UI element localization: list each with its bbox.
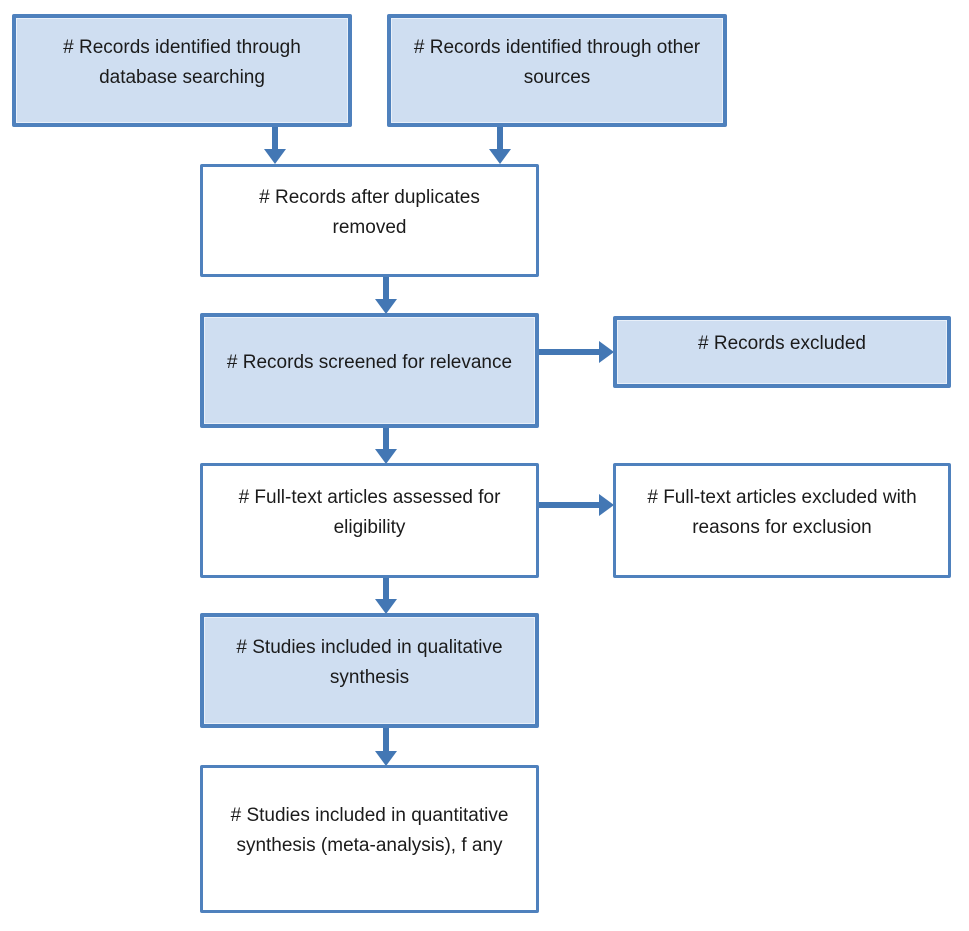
box-records-db-search: # Records identified through database se…	[12, 14, 352, 127]
arrow-db-to-duplicates-icon	[264, 127, 286, 164]
arrow-duplicates-to-screened-icon	[375, 277, 397, 314]
box-records-screened-label: # Records screened for relevance	[226, 351, 513, 373]
arrow-screened-to-fulltext-icon	[375, 428, 397, 464]
box-fulltext-assessed-label: # Full-text articles assessed for eligib…	[238, 486, 501, 538]
box-records-excluded-label: # Records excluded	[698, 333, 866, 354]
arrow-fulltext-to-ft-excluded-icon	[539, 494, 614, 516]
box-quantitative-synthesis-label: # Studies included in quantitative synth…	[230, 805, 509, 856]
arrow-other-to-duplicates-icon	[489, 127, 511, 164]
box-quantitative-synthesis: # Studies included in quantitative synth…	[200, 765, 539, 913]
box-records-other-sources-label: # Records identified through other sourc…	[413, 36, 701, 88]
box-records-after-duplicates-label: # Records after duplicates removed	[259, 186, 480, 238]
box-records-db-search-label: # Records identified through database se…	[63, 36, 301, 88]
arrow-qualitative-to-quantitative-icon	[375, 728, 397, 766]
box-fulltext-excluded: # Full-text articles excluded with reaso…	[613, 463, 951, 578]
box-fulltext-assessed: # Full-text articles assessed for eligib…	[200, 463, 539, 578]
arrow-screened-to-excluded-icon	[539, 341, 614, 363]
box-records-screened: # Records screened for relevance	[200, 313, 539, 428]
arrow-fulltext-to-qualitative-icon	[375, 578, 397, 614]
box-fulltext-excluded-label: # Full-text articles excluded with reaso…	[647, 486, 917, 538]
box-qualitative-synthesis: # Studies included in qualitative synthe…	[200, 613, 539, 728]
box-records-other-sources: # Records identified through other sourc…	[387, 14, 727, 127]
box-records-excluded: # Records excluded	[613, 316, 951, 388]
box-records-after-duplicates: # Records after duplicates removed	[200, 164, 539, 277]
box-qualitative-synthesis-label: # Studies included in qualitative synthe…	[236, 636, 503, 688]
